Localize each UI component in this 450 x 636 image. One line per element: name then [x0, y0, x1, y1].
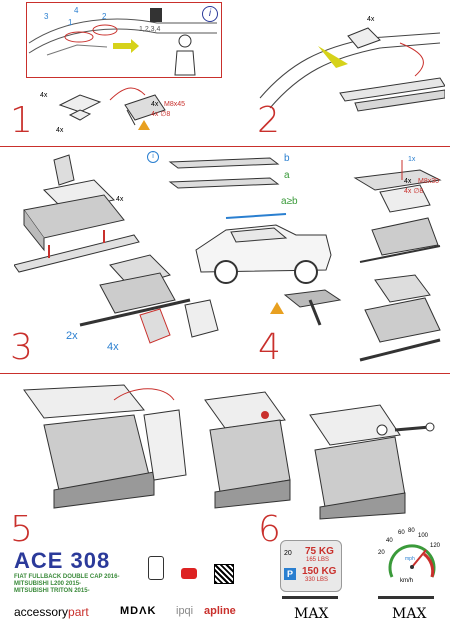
smartphone-icon [148, 556, 164, 580]
foot-lock-illustration-3 [309, 404, 435, 520]
speed-tick-20: 20 [378, 550, 385, 556]
step-number-4: 4 [258, 327, 281, 368]
final-foot-illustration [359, 274, 441, 362]
foot-clamp-illustration [79, 254, 219, 344]
weight-20: 20 [284, 550, 292, 557]
warning-icon [138, 120, 150, 130]
pickup-truck-illustration [195, 213, 332, 284]
step-number-5: 5 [10, 509, 33, 550]
brand-accessory: accessory [14, 605, 69, 619]
section-divider-2 [0, 373, 450, 374]
car-roof-illustration [28, 18, 217, 76]
brand-apline: apline [204, 605, 236, 617]
product-title-block: ACE 308 FIAT FULLBACK DOUBLE CAP 2016- M… [14, 548, 164, 595]
speedometer-icon [388, 544, 436, 578]
qr-code-icon [214, 564, 234, 584]
brand-accessorypart: accessorypart [14, 605, 89, 619]
speed-tick-40: 40 [386, 538, 393, 544]
warning-icon-2 [270, 302, 284, 314]
load-lbs: 165 LBS [306, 557, 330, 563]
count-4x-a: 4x [40, 92, 48, 99]
step4-bolt-qty: 4x [404, 178, 412, 185]
info-icon-2-letter: i [152, 153, 154, 160]
washer-size: 4x ∅8 [151, 111, 171, 118]
step4-count-1x: 1x [408, 156, 416, 163]
foot-lock-illustration-2 [204, 391, 291, 509]
bar-to-foot-illustration [353, 160, 442, 263]
brand-part: part [68, 605, 89, 619]
yellow-arrow-icon [113, 43, 131, 49]
park-kg: 150 KG [302, 566, 337, 577]
roof-bar-icon-2 [378, 596, 434, 599]
relation-label: a≥b [281, 196, 298, 207]
foot-lock-illustration-1 [23, 384, 187, 509]
label-b: b [284, 153, 290, 164]
drill-icon [150, 8, 162, 22]
model-line-1: FIAT FULLBACK DOUBLE CAP 2016- [14, 574, 120, 580]
step3-count-top: 4x [116, 196, 124, 203]
bolt-qty: 4x [151, 101, 159, 108]
bolt-size: M8x45 [164, 101, 186, 108]
max-label-2: MAX [392, 606, 427, 622]
callout-number-2: 2 [102, 12, 107, 21]
speed-unit: km/h [400, 578, 414, 584]
sequence-label: 1,2,3,4 [139, 26, 161, 33]
step-number-2: 2 [257, 100, 280, 141]
step1-overview-panel [26, 2, 222, 78]
model-line-2: MITSUBISHI L200 2015- [14, 581, 82, 587]
parking-letter: P [286, 569, 293, 579]
model-line-3: MITSUBISHI TRITON 2015- [14, 588, 90, 594]
relation-text: a≥b [281, 196, 298, 207]
info-icon: i [202, 6, 218, 22]
speed-tick-80: 80 [408, 528, 415, 534]
callout-number-4: 4 [74, 6, 79, 15]
step4-bolt-size: M8x30 [418, 178, 440, 185]
count-4x-b: 4x [56, 127, 64, 134]
step-number-6: 6 [258, 509, 281, 550]
brand-ipqi: ipqi [176, 605, 194, 617]
park-lbs: 330 LBS [305, 577, 329, 583]
step-number-3: 3 [10, 327, 33, 368]
callout-number-1: 1 [68, 18, 73, 27]
info-icon-letter: i [208, 8, 212, 19]
info-icon-2: i [147, 151, 159, 163]
speed-tick-60: 60 [398, 530, 405, 536]
mounting-bracket-illustration [58, 87, 166, 126]
step3-count-4x-bottom: 4x [107, 341, 119, 353]
section-divider-1 [0, 146, 450, 147]
label-a: a [284, 170, 290, 181]
speed-tick-100: 100 [418, 533, 429, 539]
speed-tick-120: 120 [430, 543, 441, 549]
callout-number-3: 3 [44, 12, 49, 21]
brand-mdak: MDΛK [120, 605, 157, 617]
product-code: ACE 308 [14, 548, 111, 573]
step2-rail-illustration [259, 27, 445, 112]
load-weight-badge [280, 540, 342, 592]
step2-count: 4x [367, 16, 375, 23]
step4-washer: 4x ∅8 [404, 188, 424, 195]
roof-bar-icon [282, 596, 338, 599]
step-number-1: 1 [10, 100, 33, 141]
max-label-1: MAX [294, 606, 329, 622]
mph-label: mph [405, 556, 415, 562]
crossbars-illustration [168, 157, 280, 189]
load-kg: 75 KG [305, 546, 334, 557]
foot-assembly-illustration [14, 154, 140, 273]
parking-icon: P [284, 568, 296, 580]
youtube-icon [181, 568, 197, 579]
step3-count-2x: 2x [66, 330, 78, 342]
bar-clamp-illustration [283, 289, 342, 326]
